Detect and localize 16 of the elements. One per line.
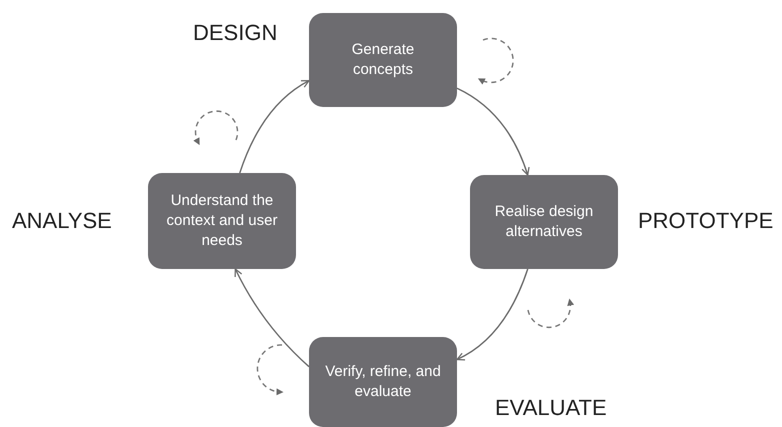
arrow xyxy=(456,268,528,360)
process-box xyxy=(309,13,457,107)
phase-label: ANALYSE xyxy=(12,208,112,234)
node-label: Verify, refine, and evaluate xyxy=(325,362,441,400)
arrow xyxy=(234,268,310,368)
arrow xyxy=(239,80,310,174)
phase-label: DESIGN xyxy=(193,20,278,46)
phase-label: PROTOTYPE xyxy=(638,208,774,234)
process-box xyxy=(148,173,296,269)
process-box xyxy=(309,337,457,427)
node-label: Understand the context and user needs xyxy=(166,192,278,250)
node-label: Generate concepts xyxy=(352,40,414,78)
arrow xyxy=(456,88,530,176)
phase-label: EVALUATE xyxy=(495,395,607,421)
node-label: Realise design alternatives xyxy=(494,202,594,240)
process-box xyxy=(470,175,618,269)
